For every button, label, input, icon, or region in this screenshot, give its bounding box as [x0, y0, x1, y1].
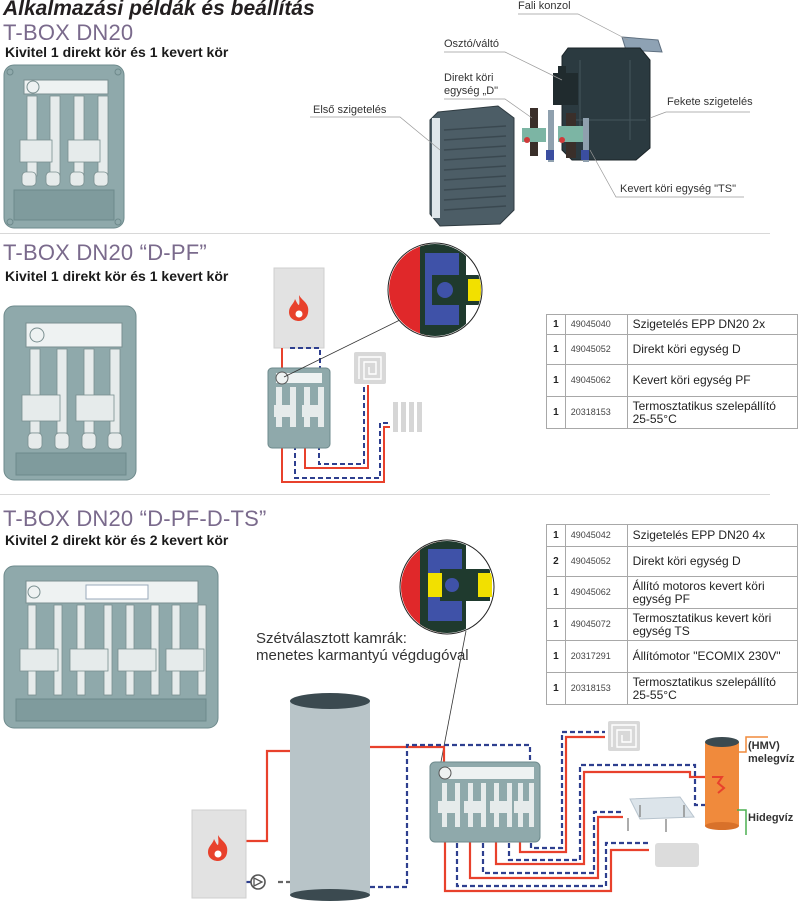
- system-diagram-d-pf-d-ts: [191, 539, 768, 901]
- valve-detail-magnifier: [399, 539, 495, 635]
- hot-water-tank: [705, 736, 768, 835]
- buffer-tank: [290, 693, 370, 901]
- callout-front-insulation: Első szigetelés: [313, 104, 387, 116]
- section2-subtitle: Kivitel 1 direkt kör és 1 kevert kör: [5, 268, 229, 284]
- exploded-view-illustration: [310, 13, 750, 227]
- section1-subtitle: Kivitel 1 direkt kör és 1 kevert kör: [5, 44, 229, 60]
- tbox-schematic-4circuit: [3, 565, 219, 729]
- radiator-icon: [393, 402, 422, 432]
- system-diagram-d-pf: [267, 242, 483, 483]
- section-divider: [0, 233, 770, 234]
- callout-distributor: Osztó/váltó: [444, 38, 500, 50]
- section3-title: T-BOX DN20 “D-PF-D-TS”: [3, 506, 267, 531]
- callout-wall-bracket: Fali konzol: [518, 0, 571, 12]
- pump-icon: [250, 874, 266, 890]
- floor-heating-icon: [608, 721, 640, 751]
- hmv-label-1: (HMV): [748, 740, 780, 752]
- floor-heating-icon: [354, 352, 386, 384]
- page-title: Alkalmazási példák és beállítás: [3, 0, 315, 20]
- callout-black-insulation: Fekete szigetelés: [667, 96, 753, 108]
- section2-title: T-BOX DN20 “D-PF”: [3, 240, 207, 265]
- section1-title: T-BOX DN20: [3, 20, 134, 45]
- separated-chambers-note-2: menetes karmantyú végdugóval: [256, 647, 469, 664]
- callout-direct-unit-1: Direkt köri: [444, 72, 494, 84]
- flame-icon: [289, 295, 309, 321]
- tbox-schematic-2circuit: [3, 64, 125, 229]
- flame-icon: [208, 835, 228, 861]
- radiator-icon: [655, 843, 699, 867]
- section-divider: [0, 494, 770, 495]
- callout-mixed-unit-ts: Kevert köri egység "TS": [620, 183, 737, 195]
- ceiling-heating-icon: [627, 796, 695, 832]
- tbox-schematic-d-pf: [3, 305, 137, 481]
- hmv-label-2: melegvíz: [748, 753, 795, 765]
- valve-detail-magnifier: [387, 242, 483, 338]
- section3-subtitle: Kivitel 2 direkt kör és 2 kevert kör: [5, 532, 229, 548]
- separated-chambers-note-1: Szétválasztott kamrák:: [256, 630, 407, 647]
- callout-direct-unit-2: egység „D": [444, 85, 499, 97]
- cold-water-label: Hidegvíz: [748, 812, 794, 824]
